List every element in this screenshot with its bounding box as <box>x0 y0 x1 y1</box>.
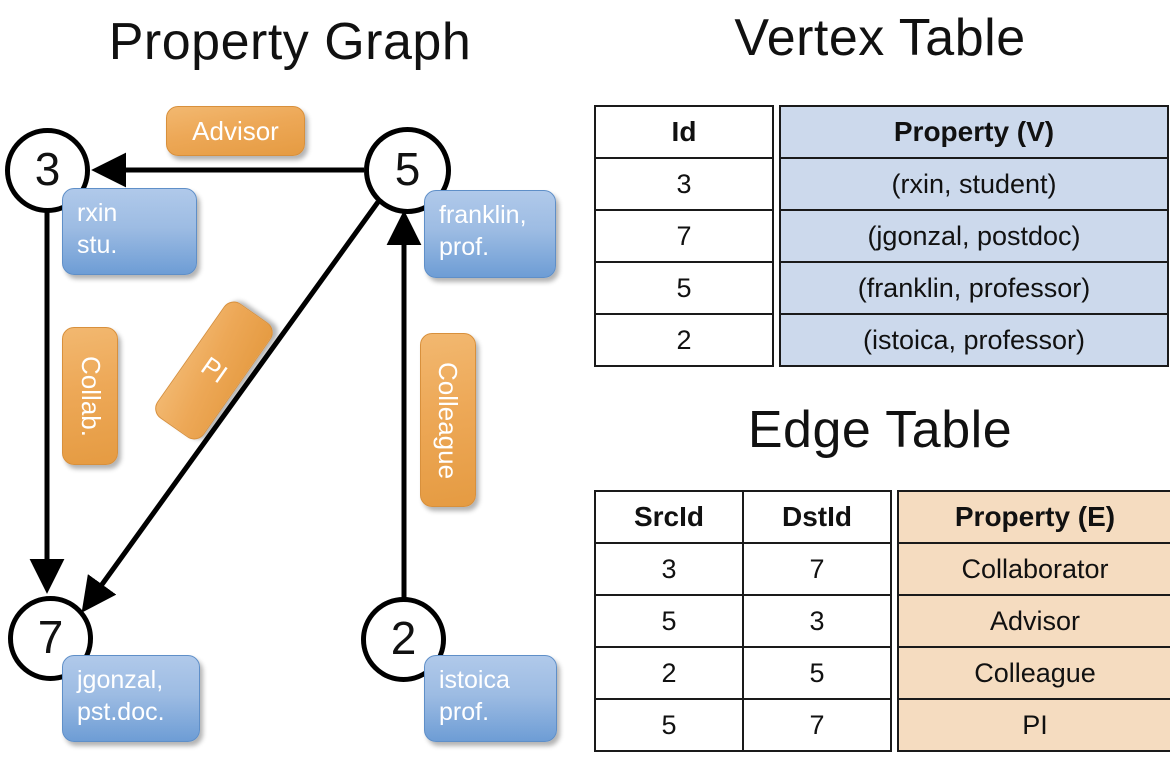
table-row: 5 <box>594 698 744 752</box>
vertex-table-column-property: Property (V) (rxin, student) (jgonzal, p… <box>779 105 1169 367</box>
edge-label-collab-text: Collab. <box>75 355 106 437</box>
edge-label-colleague-text: Colleague <box>433 361 464 479</box>
table-row: (rxin, student) <box>779 157 1169 211</box>
node-property-5-line1: franklin, <box>439 201 527 229</box>
graph-node-7-label: 7 <box>37 610 64 663</box>
table-row: 2 <box>594 646 744 700</box>
table-row: 3 <box>594 157 774 211</box>
table-row: 5 <box>594 594 744 648</box>
table-row: 3 <box>742 594 892 648</box>
edge-table-header-dstid: DstId <box>742 490 892 544</box>
edge-table-column-property: Property (E) Collaborator Advisor Collea… <box>897 490 1170 752</box>
table-row: (jgonzal, postdoc) <box>779 209 1169 263</box>
vertex-table-header-id: Id <box>594 105 774 159</box>
table-row: Collaborator <box>897 542 1170 596</box>
node-property-2-line2: prof. <box>439 698 490 726</box>
vertex-table-column-id: Id 3 7 5 2 <box>594 105 774 367</box>
edge-table-column-srcid: SrcId 3 5 2 5 <box>594 490 744 752</box>
table-row: 7 <box>742 542 892 596</box>
node-property-box-7: jgonzal, pst.doc. <box>62 655 200 742</box>
node-property-box-3: rxin stu. <box>62 188 197 275</box>
edge-table-header-property: Property (E) <box>897 490 1170 544</box>
edge-table-column-gap <box>892 490 897 752</box>
node-property-5-line2: prof. <box>439 233 490 261</box>
table-row: 2 <box>594 313 774 367</box>
node-property-2-line1: istoica <box>439 666 510 694</box>
table-row: 5 <box>594 261 774 315</box>
graph-node-5-label: 5 <box>394 142 421 195</box>
table-row: (istoica, professor) <box>779 313 1169 367</box>
edge-label-colleague: Colleague <box>420 333 476 507</box>
graph-node-3-label: 3 <box>34 142 61 195</box>
node-property-box-2: istoica prof. <box>424 655 557 742</box>
edge-label-pi-text: PI <box>195 350 233 390</box>
edge-table-header-srcid: SrcId <box>594 490 744 544</box>
edge-table: SrcId 3 5 2 5 DstId 7 3 5 7 Property (E)… <box>594 490 1170 752</box>
table-row: (franklin, professor) <box>779 261 1169 315</box>
graph-node-2[interactable]: 2 <box>361 597 446 682</box>
node-property-box-5: franklin, prof. <box>424 190 556 278</box>
node-property-3-line1: rxin <box>77 199 118 227</box>
section-title-vertex-table: Vertex Table <box>734 9 1026 67</box>
edge-label-collab: Collab. <box>62 327 118 465</box>
edge-line-5-7 <box>81 200 381 613</box>
graph-node-2-label: 2 <box>390 611 417 664</box>
edge-label-advisor-text: Advisor <box>192 115 279 146</box>
vertex-table: Id 3 7 5 2 Property (V) (rxin, student) … <box>594 105 1169 367</box>
edge-table-column-dstid: DstId 7 3 5 7 <box>742 490 892 752</box>
page-title-property-graph: Property Graph <box>108 13 472 71</box>
edge-label-advisor: Advisor <box>166 106 305 156</box>
property-graph-diagram: 3 5 7 2 rxin stu. franklin, prof. jgonza… <box>5 106 557 742</box>
table-row: 7 <box>742 698 892 752</box>
section-title-edge-table: Edge Table <box>747 401 1013 459</box>
table-row: Advisor <box>897 594 1170 648</box>
node-property-7-line1: jgonzal, <box>77 666 164 694</box>
table-row: 3 <box>594 542 744 596</box>
node-property-7-line2: pst.doc. <box>77 698 165 726</box>
vertex-table-header-property: Property (V) <box>779 105 1169 159</box>
graph-edge-lines <box>29 152 422 613</box>
table-row: Colleague <box>897 646 1170 700</box>
vertex-table-column-gap <box>774 105 779 367</box>
table-row: 7 <box>594 209 774 263</box>
node-property-3-line2: stu. <box>77 231 118 259</box>
table-row: PI <box>897 698 1170 752</box>
table-row: 5 <box>742 646 892 700</box>
